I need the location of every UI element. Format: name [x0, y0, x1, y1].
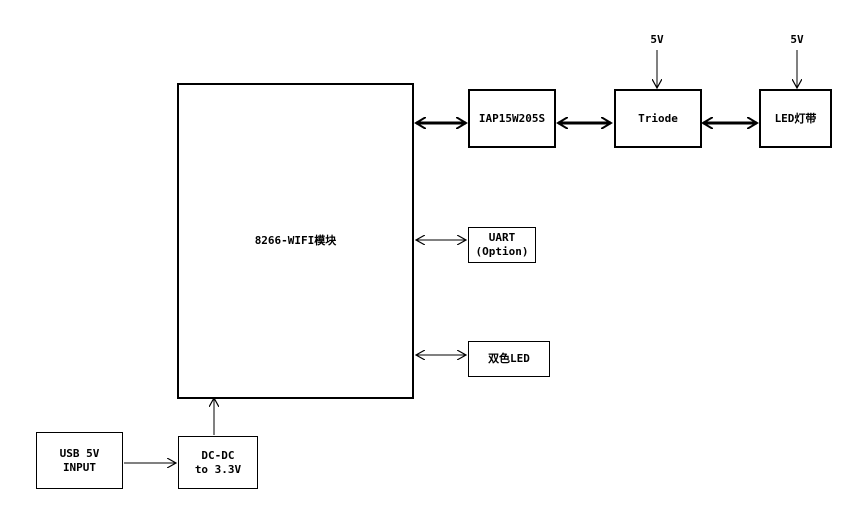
led-strip-block: LED灯带 [759, 89, 832, 148]
bicolor-led-block: 双色LED [468, 341, 550, 377]
dcdc-block: DC-DC to 3.3V [178, 436, 258, 489]
wifi-module-label: 8266-WIFI模块 [254, 234, 337, 248]
triode-block: Triode [614, 89, 702, 148]
usb-input-block: USB 5V INPUT [36, 432, 123, 489]
triode-label: Triode [638, 111, 678, 125]
wifi-module-block: 8266-WIFI模块 [177, 83, 414, 399]
triode-supply-label: 5V [650, 33, 664, 46]
usb-input-label: USB 5V INPUT [59, 446, 100, 474]
led-strip-supply-label: 5V [790, 33, 804, 46]
bicolor-led-label: 双色LED [488, 352, 530, 366]
led-strip-label: LED灯带 [774, 111, 817, 125]
dcdc-label: DC-DC to 3.3V [194, 448, 242, 476]
mcu-label: IAP15W205S [478, 111, 546, 125]
uart-block: UART (Option) [468, 227, 536, 263]
uart-label: UART (Option) [475, 231, 529, 258]
mcu-block: IAP15W205S [468, 89, 556, 148]
